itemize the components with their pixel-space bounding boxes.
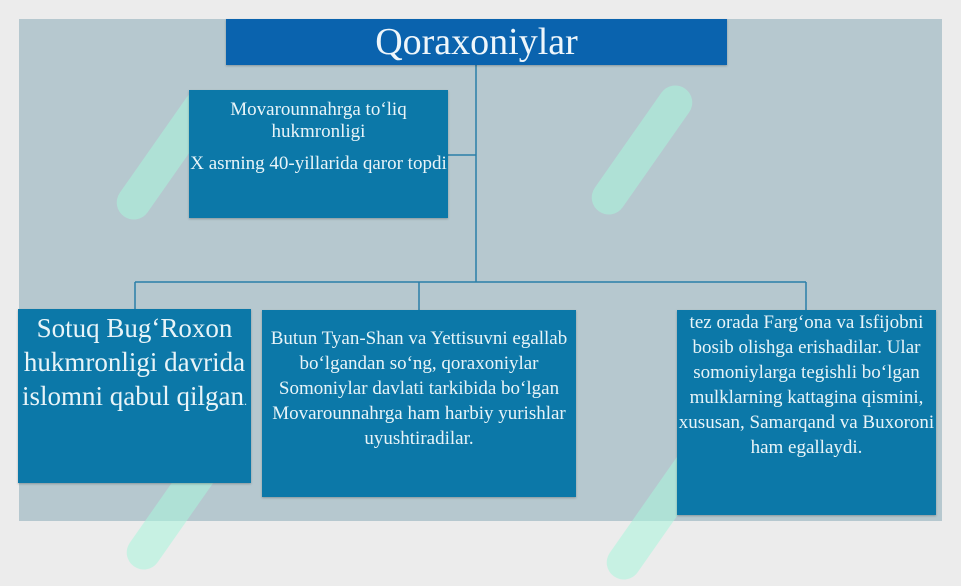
top-box: Movarounnahrga to‘liq hukmronligi X asrn…	[189, 90, 448, 218]
middle-box-text: Butun Tyan-Shan va Yettisuvni egallab bo…	[270, 328, 568, 449]
top-box-line1: Movarounnahrga to‘liq hukmronligi	[230, 99, 407, 142]
left-box: Sotuq Bug‘Roxon hukmronligi davrida islo…	[18, 309, 251, 483]
right-box: tez orada Farg‘ona va Isfijobni bosib ol…	[677, 310, 936, 515]
left-box-text: Sotuq Bug‘Roxon hukmronligi davrida islo…	[22, 313, 246, 411]
connector-lines	[134, 65, 807, 310]
right-box-text: tez orada Farg‘ona va Isfijobni bosib ol…	[678, 312, 935, 458]
left-box-trailing: .	[244, 394, 247, 408]
top-box-line2: X asrning 40-yillarida qaror topdi	[190, 153, 447, 174]
middle-box: Butun Tyan-Shan va Yettisuvni egallab bo…	[262, 310, 576, 497]
diagram-title: Qoraxoniylar	[226, 19, 727, 65]
